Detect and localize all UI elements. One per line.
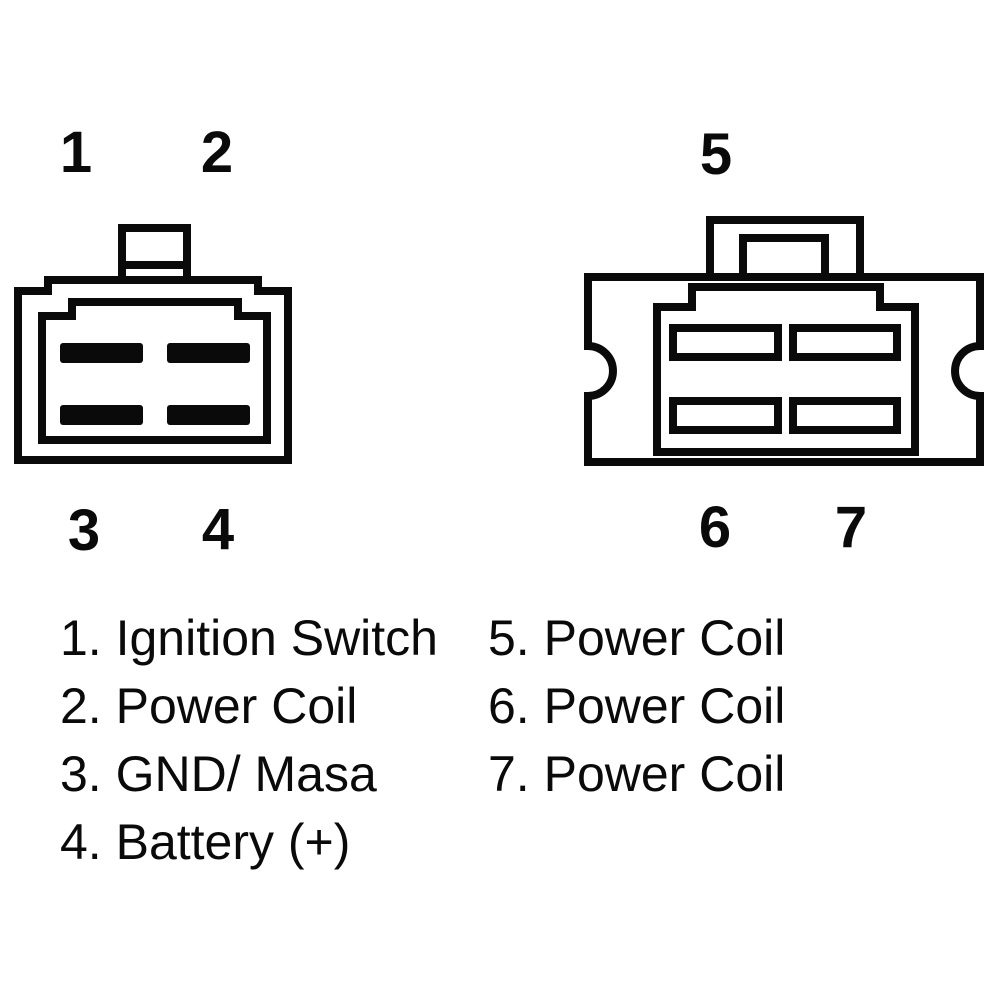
pin-label-1: 1 — [59, 120, 93, 185]
pin-label-2: 2 — [200, 120, 234, 185]
legend-left-column: 1. Ignition Switch 2. Power Coil 3. GND/… — [60, 604, 438, 876]
connector-right-lock-tab-inner — [739, 234, 829, 281]
pin-label-6: 6 — [698, 495, 732, 560]
connector-left-lock-tab — [118, 224, 191, 284]
legend-item-5: 5. Power Coil — [488, 610, 786, 666]
legend-item-1: 1. Ignition Switch — [60, 610, 438, 666]
connector-right — [584, 216, 984, 466]
pin-label-4: 4 — [201, 497, 235, 562]
pin-label-5: 5 — [699, 122, 733, 187]
pin-slot-1 — [60, 343, 143, 363]
pin-slot-5a — [669, 324, 782, 361]
pin-slot-4 — [167, 405, 250, 425]
pin-slot-6 — [669, 397, 782, 434]
connector-left — [14, 224, 292, 464]
legend-item-3: 3. GND/ Masa — [60, 746, 377, 802]
legend-item-4: 4. Battery (+) — [60, 814, 351, 870]
legend-right-column: 5. Power Coil 6. Power Coil 7. Power Coi… — [488, 604, 785, 808]
legend-item-7: 7. Power Coil — [488, 746, 786, 802]
pin-slot-5b — [789, 324, 901, 361]
pin-slot-2 — [167, 343, 250, 363]
legend-item-2: 2. Power Coil — [60, 678, 358, 734]
legend-item-6: 6. Power Coil — [488, 678, 786, 734]
pin-label-3: 3 — [67, 498, 101, 563]
pin-slot-7 — [789, 397, 901, 434]
pin-slot-3 — [60, 405, 143, 425]
pin-label-7: 7 — [834, 495, 868, 560]
